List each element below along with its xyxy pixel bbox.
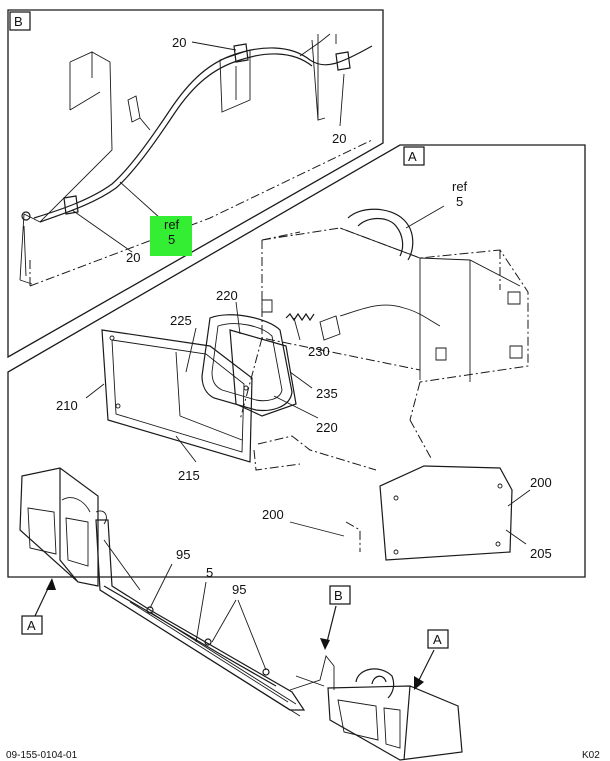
left-headlamp [19,467,99,587]
view-b-clip-right [335,51,351,71]
bezel-screw-3 [243,385,249,391]
callout-a-225: 225 [170,313,192,328]
view-b-leaders [71,41,345,253]
headlamp-bezel [101,329,253,463]
view-b-bracket [19,51,113,285]
view-b-harness-wire [33,45,373,219]
callout-a-220-top: 220 [216,288,238,303]
drawing-number: 09-155-0104-01 [6,750,78,761]
adjuster-spring [285,312,315,322]
marker-mid-b-box [329,585,351,605]
sheet-code: K02 [582,750,600,761]
view-a-frame [7,144,586,578]
ref-5-highlight [150,216,192,256]
marker-right-a-box [427,629,449,649]
main-leaders [149,563,267,671]
view-b-clip-bottom [63,195,79,215]
rail-harness [103,585,277,687]
callout-a-200-left: 200 [262,507,284,522]
housing-top [339,227,521,382]
housing-tabs [261,291,523,361]
callout-a-200-right: 200 [530,475,552,490]
support-rail-right [289,655,335,691]
right-headlamp [327,685,463,761]
left-headlamp-hose [61,497,107,525]
view-a-label: A [408,149,417,164]
view-b-connector [127,95,151,131]
rail-clip-2 [204,638,212,646]
callout-a-220-bottom: 220 [316,420,338,435]
view-b-panel: B 20 20 20 ref 5 [7,9,384,359]
view-b-top-bracket [219,33,331,121]
view-b-pivot [21,211,31,221]
callout-a-235: 235 [316,386,338,401]
view-b-label: B [14,14,23,29]
callout-b-20-top: 20 [172,35,186,50]
housing-connector [319,315,341,341]
sealed-beam-lamp [201,314,293,412]
callout-a-ref: ref [452,179,468,194]
callout-m-95-left: 95 [176,547,190,562]
callout-m-95-right: 95 [232,582,246,597]
callout-a-210: 210 [56,398,78,413]
callout-a-230: 230 [308,344,330,359]
marker-mid-b: B [334,588,343,603]
view-b-rail-outline [29,139,373,287]
main-assembly: 95 5 95 A B A [19,467,463,761]
callout-a-205: 205 [530,546,552,561]
bracket-hole-4 [393,549,399,555]
callout-b-ref: ref [164,217,180,232]
housing-hose [347,208,414,261]
right-headlamp-lens [337,699,401,749]
callout-a-215: 215 [178,468,200,483]
callout-b-ref-number: 5 [168,232,175,247]
marker-right-a: A [433,632,442,647]
housing-wire [339,304,441,327]
sealed-beam-inner [211,323,283,402]
bezel-screw-2 [115,403,121,409]
arrow-mid-b-head [320,638,330,650]
callout-a-ref-number: 5 [456,194,463,209]
support-rail-inner [99,539,301,717]
view-a-panel: A ref 5 220 225 230 [7,144,586,578]
view-b-frame [7,9,384,359]
mounting-bracket [379,465,513,561]
marker-left-a-box [21,615,43,635]
view-a-leaders [85,205,531,545]
left-headlamp-lens [27,507,89,567]
callout-b-20-bottom: 20 [126,250,140,265]
view-b-label-box [9,11,31,31]
callout-b-20-right: 20 [332,131,346,146]
housing-outline [239,227,529,421]
bracket-hole-1 [393,495,399,501]
mounting-bracket-outline [253,419,433,552]
bracket-hole-3 [495,541,501,547]
retainer-ring [229,329,297,417]
arrow-right-a-head [414,676,424,690]
view-b-clip-top [233,43,249,63]
arrow-left-a-head [46,578,56,590]
view-b-harness-wire-2 [39,53,313,223]
view-a-label-box [403,146,425,166]
view-b-vertical-post [317,34,337,120]
right-headlamp-hose [355,668,395,699]
callout-m-5: 5 [206,565,213,580]
bezel-screw-1 [109,335,115,341]
arrow-mid-b [325,605,337,647]
marker-left-a: A [27,618,36,633]
bracket-hole-2 [497,483,503,489]
